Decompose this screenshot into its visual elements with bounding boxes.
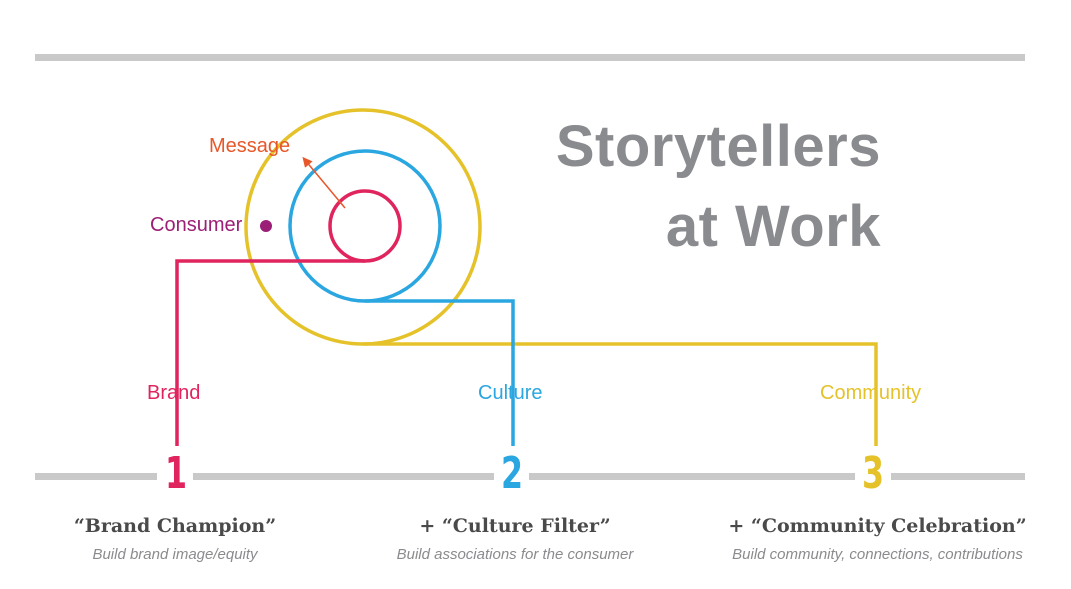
bottom-rule-segment-3: [529, 473, 855, 480]
bottom-rule-segment-1: [35, 473, 157, 480]
community-label: Community: [820, 382, 922, 404]
culture-circle: [288, 149, 442, 303]
step-heading-1: “Brand Champion”: [73, 515, 277, 537]
consumer-label: Consumer: [150, 214, 243, 236]
step-description-3: Build community, connections, contributi…: [732, 546, 1023, 563]
bottom-rule-segment-4: [891, 473, 1025, 480]
community-connector: [363, 342, 878, 446]
brand-connector: [175, 259, 365, 446]
step-number-3: 3: [861, 448, 885, 499]
step-description-1: Build brand image/equity: [92, 546, 258, 563]
culture-label: Culture: [478, 382, 543, 404]
message-arrow: [302, 156, 346, 209]
bottom-rule-segment-2: [193, 473, 494, 480]
step-heading-3: + “Community Celebration”: [728, 515, 1027, 537]
step-description-2: Build associations for the consumer: [396, 546, 634, 563]
culture-connector: [365, 299, 515, 446]
brand-label: Brand: [147, 382, 201, 404]
step-heading-2: + “Culture Filter”: [419, 515, 611, 537]
step-number-1: 1: [164, 448, 188, 499]
top-rule: [35, 54, 1025, 61]
title-line-1: Storytellers: [555, 114, 881, 179]
consumer-dot: [260, 220, 272, 232]
message-label: Message: [209, 135, 291, 157]
step-number-2: 2: [500, 448, 524, 499]
title-line-2: at Work: [665, 194, 881, 259]
